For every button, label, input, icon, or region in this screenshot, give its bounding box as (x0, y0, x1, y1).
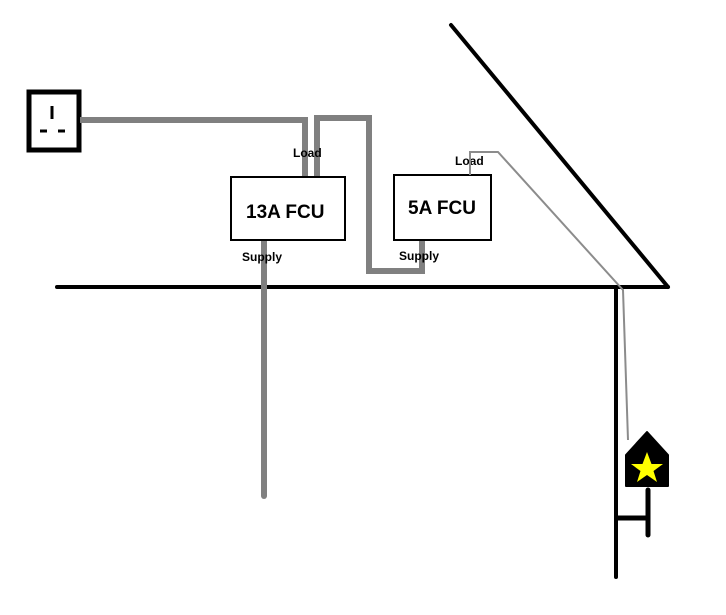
fcu-5a-supply-label: Supply (399, 249, 439, 263)
13a-load-to-5a-supply-cable (314, 115, 425, 274)
fcu-5a: 5A FCU Load Supply (393, 154, 492, 263)
building-structure (55, 23, 670, 579)
fcu-13a-supply-label: Supply (242, 250, 282, 264)
fcu-13a: 13A FCU Load Supply (230, 146, 346, 264)
heavy-cables (80, 115, 425, 499)
socket-to-13a-load-cable (80, 117, 308, 177)
fcu-5a-box (393, 174, 492, 241)
wall-lantern-icon (616, 431, 669, 538)
5a-load-to-lamp-cable (469, 151, 629, 441)
fcu-13a-load-label: Load (293, 146, 322, 160)
lamp-star-icon (631, 452, 663, 482)
roof-slope (449, 23, 670, 289)
fcu-5a-title: 5A FCU (408, 198, 476, 219)
fcu-13a-box (230, 176, 346, 241)
fcu-13a-title: 13A FCU (246, 202, 324, 223)
socket-outlet-icon (26, 89, 82, 153)
